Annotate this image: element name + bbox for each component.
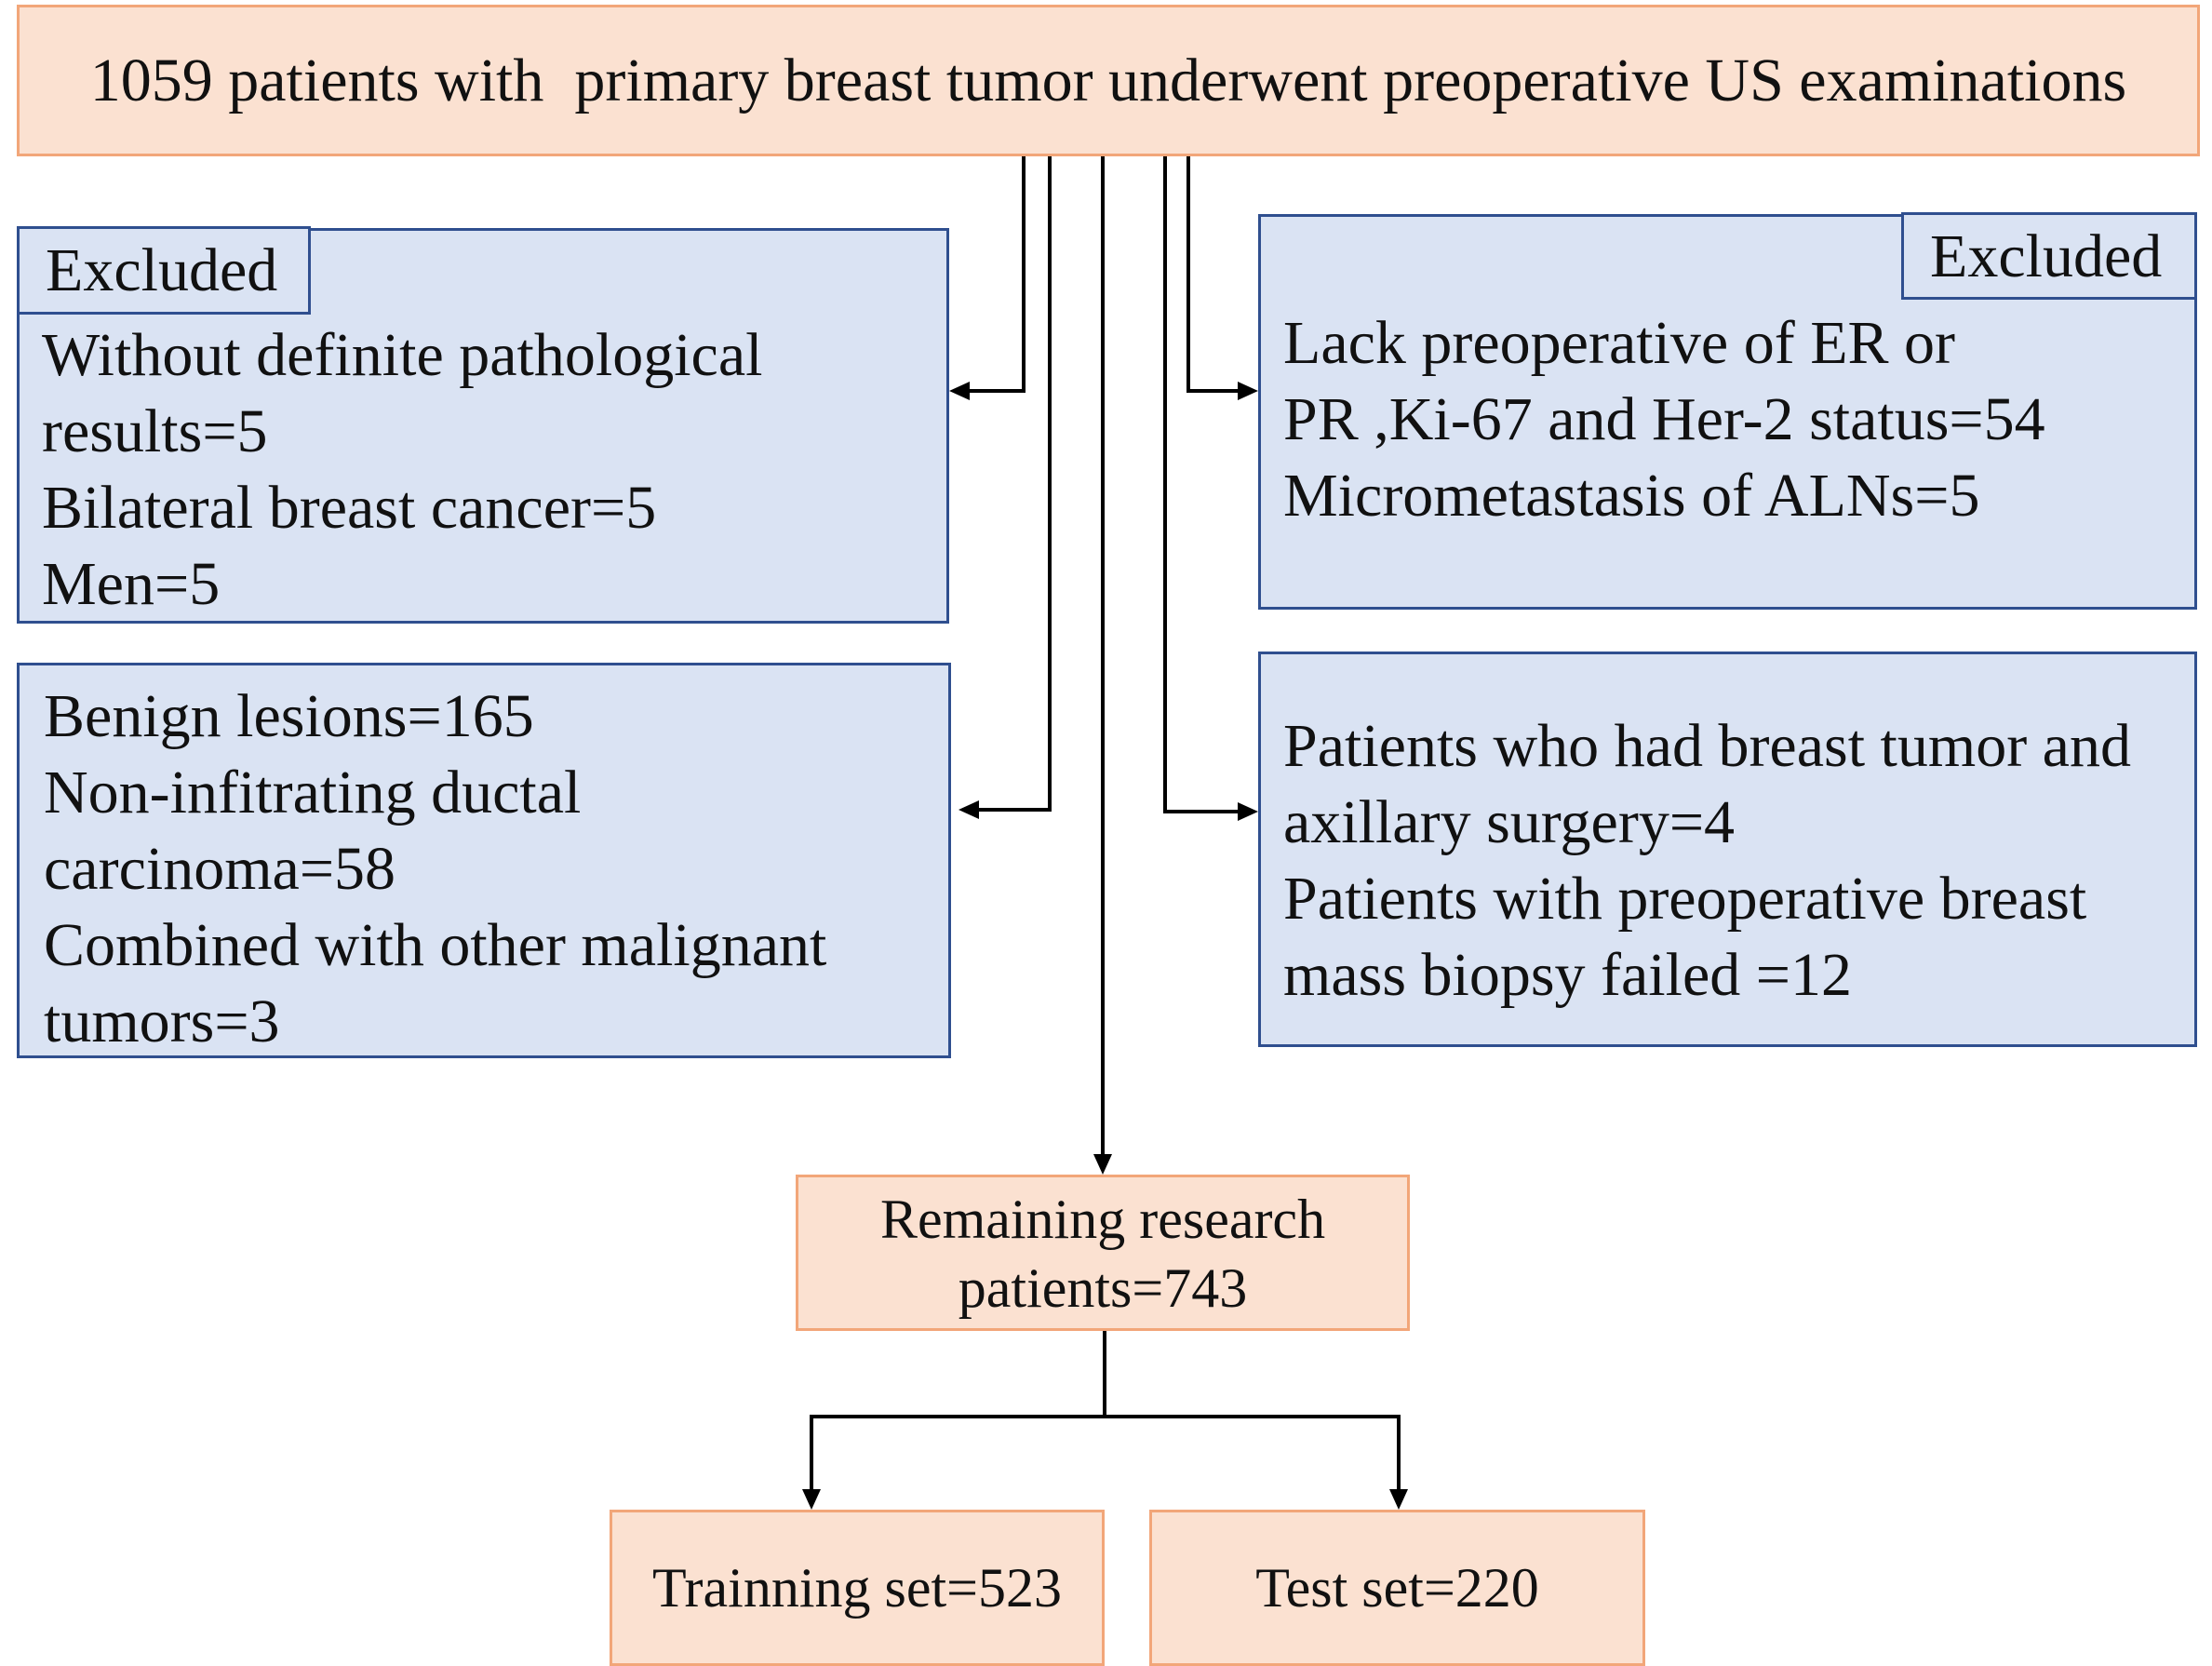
exclusion-line: Combined with other malignant xyxy=(44,911,827,979)
remaining-patients-box: Remaining research patients=743 xyxy=(796,1175,1410,1331)
exclusion-line: carcinoma=58 xyxy=(44,835,396,903)
exclusion-line: Bilateral breast cancer=5 xyxy=(42,474,657,542)
exclusion-line: Benign lesions=165 xyxy=(44,682,534,750)
test-set-box: Test set=220 xyxy=(1149,1510,1645,1666)
top-box: 1059 patients with primary breast tumor … xyxy=(17,5,2200,156)
exclusion-line: results=5 xyxy=(42,397,268,465)
remaining-line: patients=743 xyxy=(958,1257,1248,1319)
exclusion-line: Non-infitrating ductal xyxy=(44,759,582,826)
arrow-to-test xyxy=(1105,1415,1401,1489)
exclusion-line: Without definite pathological xyxy=(42,321,763,389)
training-set-label: Trainning set=523 xyxy=(652,1556,1062,1619)
exclusion-line: tumors=3 xyxy=(44,988,280,1055)
left-lower-exclusion-box: Benign lesions=165 Non-infitrating ducta… xyxy=(17,663,951,1058)
training-set-box: Trainning set=523 xyxy=(610,1510,1105,1666)
arrowhead-remaining xyxy=(1093,1154,1112,1175)
top-box-text: 1059 patients with primary breast tumor … xyxy=(89,46,2127,114)
arrowhead-test xyxy=(1389,1489,1408,1510)
exclusion-line: Patients who had breast tumor and xyxy=(1283,712,2131,780)
exclusion-line: axillary surgery=4 xyxy=(1283,788,1736,856)
arrow-to-right-upper xyxy=(1186,156,1238,393)
test-set-label: Test set=220 xyxy=(1255,1556,1539,1619)
left-upper-exclusion-box: Without definite pathological results=5 … xyxy=(17,228,949,624)
arrowhead-left-lower xyxy=(959,800,979,819)
arrow-to-right-lower xyxy=(1163,156,1238,813)
arrow-to-training xyxy=(810,1415,1105,1489)
arrowhead-right-upper xyxy=(1238,382,1258,400)
remaining-line: Remaining research xyxy=(879,1189,1326,1250)
exclusion-line: PR ,Ki-67 and Her-2 status=54 xyxy=(1283,385,2045,453)
arrow-to-left-upper xyxy=(968,156,1026,393)
arrowhead-right-lower xyxy=(1238,802,1258,821)
excluded-tag-right: Excluded xyxy=(1901,212,2197,300)
right-lower-exclusion-box: Patients who had breast tumor and axilla… xyxy=(1258,652,2197,1047)
exclusion-line: Lack preoperative of ER or xyxy=(1283,309,1956,377)
exclusion-line: Men=5 xyxy=(42,550,221,618)
arrowhead-training xyxy=(802,1489,821,1510)
excluded-tag-left: Excluded xyxy=(17,226,311,315)
arrowhead-left-upper xyxy=(949,382,970,400)
exclusion-line: Patients with preoperative breast xyxy=(1283,865,2087,933)
arrow-to-left-lower xyxy=(975,156,1052,812)
exclusion-line: mass biopsy failed =12 xyxy=(1283,941,1852,1009)
exclusion-line: Micrometastasis of ALNs=5 xyxy=(1283,462,1980,530)
